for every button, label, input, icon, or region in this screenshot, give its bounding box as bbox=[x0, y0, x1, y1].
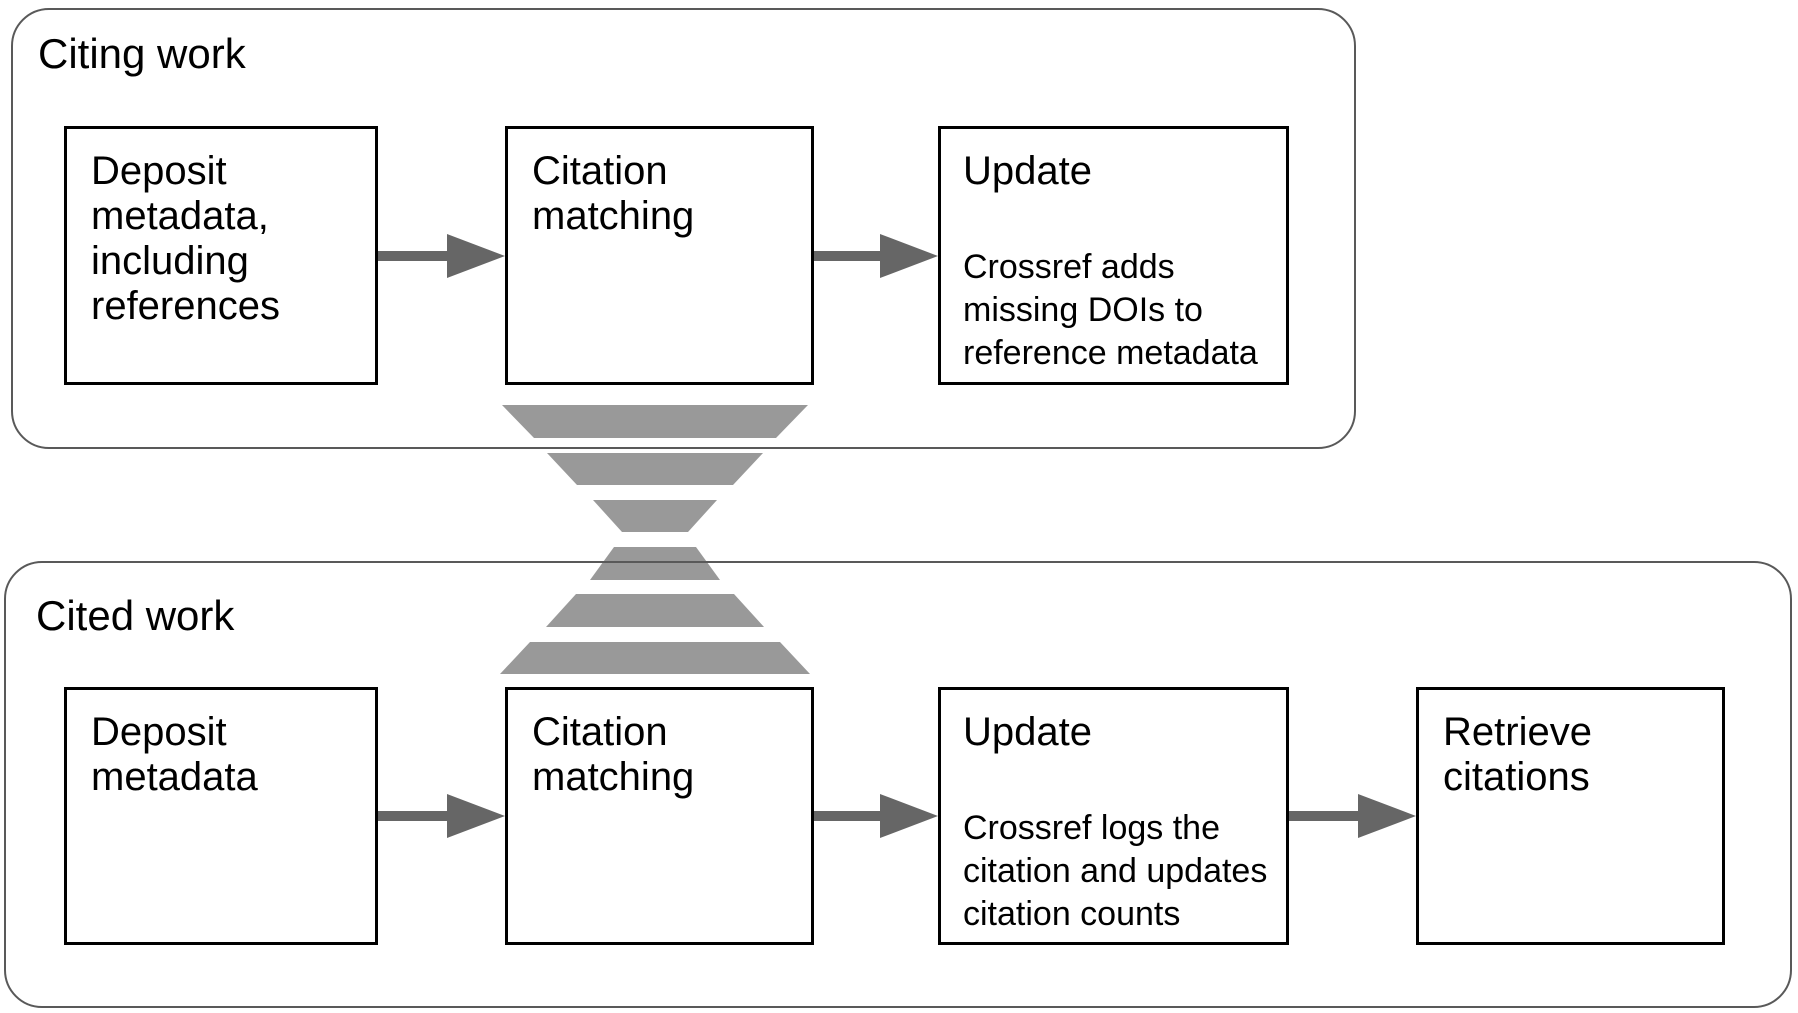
funnel-stripe bbox=[590, 547, 720, 580]
cited-update-body: Crossref logs the citation and updates c… bbox=[963, 809, 1268, 933]
arrow-head bbox=[447, 794, 505, 838]
arrow-right-icon-cited-matching-to-update bbox=[814, 794, 938, 838]
retrieve-citations-text: Retrieve citations bbox=[1443, 710, 1592, 799]
cited-deposit-metadata-text: Deposit metadata bbox=[91, 710, 258, 799]
citing-deposit-metadata-text: Deposit metadata, including references bbox=[91, 149, 280, 328]
citing-update-box: Update Crossref adds missing DOIs to ref… bbox=[938, 126, 1289, 385]
arrow-head bbox=[1358, 794, 1416, 838]
arrow-head bbox=[447, 234, 505, 278]
funnel-stripe bbox=[546, 594, 764, 627]
citing-work-label: Citing work bbox=[38, 30, 246, 77]
citing-deposit-metadata-box: Deposit metadata, including references bbox=[64, 126, 378, 385]
citing-work-group bbox=[11, 8, 1356, 449]
funnel-stripe bbox=[593, 500, 717, 532]
arrow-shaft bbox=[378, 811, 449, 821]
citing-update-body: Crossref adds missing DOIs to reference … bbox=[963, 248, 1258, 372]
arrow-shaft bbox=[1289, 811, 1360, 821]
retrieve-citations-box: Retrieve citations bbox=[1416, 687, 1725, 945]
arrow-right-icon-citing-matching-to-update bbox=[814, 234, 938, 278]
cited-citation-matching-box: Citation matching bbox=[505, 687, 814, 945]
citing-update-heading: Update bbox=[963, 149, 1092, 193]
citing-citation-matching-text: Citation matching bbox=[532, 149, 695, 238]
arrow-shaft bbox=[814, 811, 882, 821]
arrow-right-icon-cited-deposit-to-matching bbox=[378, 794, 505, 838]
cited-update-heading: Update bbox=[963, 710, 1092, 754]
arrow-head bbox=[880, 234, 938, 278]
cited-citation-matching-text: Citation matching bbox=[532, 710, 695, 799]
arrow-head bbox=[880, 794, 938, 838]
cited-work-group bbox=[4, 561, 1792, 1008]
funnel-stripe bbox=[547, 453, 763, 485]
citing-citation-matching-box: Citation matching bbox=[505, 126, 814, 385]
cited-work-label: Cited work bbox=[36, 592, 235, 639]
arrow-shaft bbox=[814, 251, 882, 261]
funnel-stripe bbox=[500, 642, 810, 674]
funnel-stripe bbox=[502, 405, 808, 438]
hourglass-funnel-icon bbox=[500, 405, 810, 674]
cited-deposit-metadata-box: Deposit metadata bbox=[64, 687, 378, 945]
cited-update-box: Update Crossref logs the citation and up… bbox=[938, 687, 1289, 945]
arrow-shaft bbox=[378, 251, 449, 261]
arrow-right-icon-cited-update-to-retrieve bbox=[1289, 794, 1416, 838]
arrow-right-icon-citing-deposit-to-matching bbox=[378, 234, 505, 278]
